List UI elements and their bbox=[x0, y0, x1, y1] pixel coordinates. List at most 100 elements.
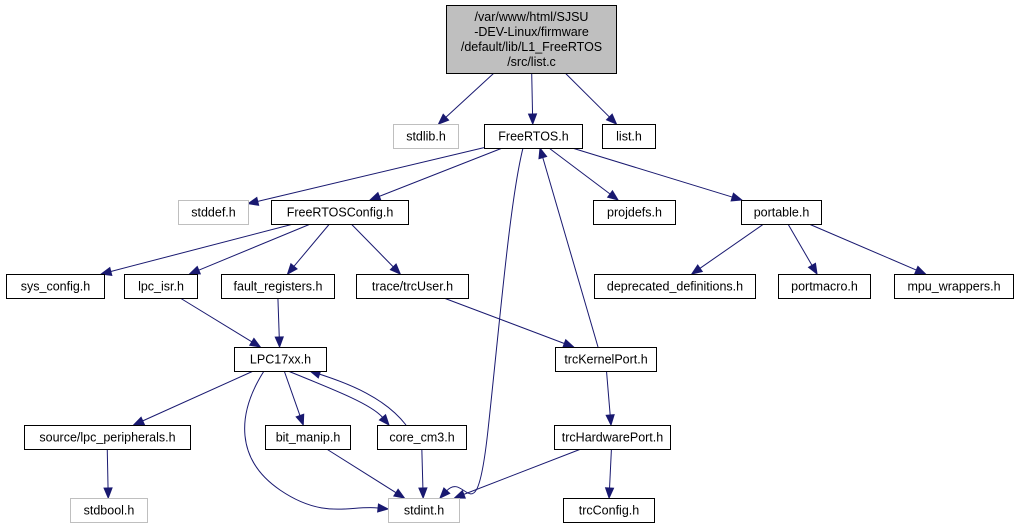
node-lpc17xx-label: LPC17xx.h bbox=[250, 353, 311, 367]
edge-faultreg-to-lpc17xx-line bbox=[277, 297, 280, 338]
node-trcconfig[interactable]: trcConfig.h bbox=[563, 498, 655, 523]
edge-corecm3-to-stdint-line bbox=[421, 448, 424, 489]
edge-lpc17xx-to-bitmanip-line bbox=[283, 370, 301, 416]
edge-freertosconfig-to-trcuser bbox=[350, 223, 402, 275]
node-trchardwareport-label: trcHardwarePort.h bbox=[562, 431, 663, 445]
node-list[interactable]: list.h bbox=[602, 124, 656, 149]
node-bitmanip[interactable]: bit_manip.h bbox=[265, 425, 351, 450]
edge-root-to-stdlib-line bbox=[445, 72, 495, 118]
node-trckernelport[interactable]: trcKernelPort.h bbox=[555, 347, 657, 372]
node-stdint-label: stdint.h bbox=[404, 504, 444, 518]
edge-trcuser-to-trckernelport bbox=[443, 297, 575, 348]
edge-trchardwareport-to-trcconfig-line bbox=[609, 448, 612, 489]
node-projdefs-box bbox=[593, 200, 676, 225]
node-trcuser-label: trace/trcUser.h bbox=[372, 280, 453, 294]
node-portable[interactable]: portable.h bbox=[741, 200, 822, 225]
edge-trckernelport-to-freertos-arrowhead bbox=[538, 146, 548, 160]
node-trcuser-box bbox=[356, 274, 469, 299]
node-trcuser[interactable]: trace/trcUser.h bbox=[356, 274, 469, 299]
node-freertos-label: FreeRTOS.h bbox=[498, 130, 568, 144]
edge-lpc17xx-to-lpcperipherals-line bbox=[142, 370, 254, 422]
edge-bitmanip-to-stdint-arrowhead bbox=[393, 488, 406, 499]
node-stdbool[interactable]: stdbool.h bbox=[70, 498, 148, 523]
nodes-layer: /var/www/html/SJSU-DEV-Linux/firmware/de… bbox=[6, 5, 1014, 523]
node-freertosconfig[interactable]: FreeRTOSConfig.h bbox=[271, 200, 409, 225]
edge-freertosconfig-to-trcuser-line bbox=[350, 223, 394, 268]
node-portmacro-label: portmacro.h bbox=[791, 280, 858, 294]
edge-bitmanip-to-stdint-line bbox=[326, 448, 397, 494]
node-freertos[interactable]: FreeRTOS.h bbox=[484, 124, 583, 149]
edge-lpc17xx-to-stdint bbox=[244, 370, 390, 513]
node-lpc17xx[interactable]: LPC17xx.h bbox=[234, 347, 327, 372]
edge-corecm3-to-lpc17xx bbox=[308, 369, 407, 426]
edge-freertosconfig-to-lpcisr-arrowhead bbox=[188, 265, 202, 275]
node-lpc17xx-box bbox=[234, 347, 327, 372]
edge-lpcisr-to-lpc17xx-arrowhead bbox=[248, 337, 262, 348]
node-faultreg[interactable]: fault_registers.h bbox=[221, 274, 335, 299]
node-lpcperipherals[interactable]: source/lpc_peripherals.h bbox=[24, 425, 191, 450]
edge-freertos-to-stddef-arrowhead bbox=[246, 196, 260, 206]
node-faultreg-label: fault_registers.h bbox=[234, 280, 323, 294]
node-deprecated[interactable]: deprecated_definitions.h bbox=[594, 274, 756, 299]
edge-trchardwareport-to-trcconfig-arrowhead bbox=[604, 487, 615, 500]
node-portmacro-box bbox=[778, 274, 871, 299]
edge-lpc17xx-to-bitmanip bbox=[283, 370, 305, 427]
node-trckernelport-label: trcKernelPort.h bbox=[564, 353, 647, 367]
node-lpcperipherals-label: source/lpc_peripherals.h bbox=[39, 431, 175, 445]
edge-freertos-to-stdint bbox=[439, 147, 524, 499]
node-sysconfig-label: sys_config.h bbox=[21, 280, 91, 294]
edge-corecm3-to-lpc17xx-line bbox=[319, 373, 407, 426]
edge-trchardwareport-to-trcconfig bbox=[604, 448, 615, 500]
node-faultreg-box bbox=[221, 274, 335, 299]
edge-lpc17xx-to-stdint-line bbox=[244, 370, 379, 510]
node-root[interactable]: /var/www/html/SJSU-DEV-Linux/firmware/de… bbox=[446, 5, 617, 74]
edge-freertos-to-portable-arrowhead bbox=[730, 192, 744, 202]
node-root-label: /default/lib/L1_FreeRTOS bbox=[461, 40, 602, 54]
node-stddef[interactable]: stddef.h bbox=[178, 200, 249, 225]
edge-lpc17xx-to-bitmanip-arrowhead bbox=[295, 413, 305, 427]
edge-freertos-to-stddef-line bbox=[257, 147, 485, 202]
node-sysconfig-box bbox=[6, 274, 105, 299]
node-corecm3[interactable]: core_cm3.h bbox=[377, 425, 467, 450]
edge-freertosconfig-to-lpcisr bbox=[188, 223, 311, 275]
node-stdlib[interactable]: stdlib.h bbox=[393, 124, 459, 149]
edge-freertosconfig-to-faultreg-arrowhead bbox=[286, 262, 298, 276]
node-stdlib-box bbox=[393, 124, 459, 149]
edge-bitmanip-to-stdint bbox=[326, 448, 406, 499]
node-trchardwareport[interactable]: trcHardwarePort.h bbox=[554, 425, 671, 450]
node-projdefs-label: projdefs.h bbox=[607, 206, 662, 220]
edge-lpc17xx-to-lpcperipherals bbox=[132, 370, 254, 426]
node-root-label: -DEV-Linux/firmware bbox=[474, 25, 589, 39]
edge-root-to-freertos bbox=[527, 72, 538, 126]
edge-root-to-list-line bbox=[564, 72, 610, 118]
edge-freertos-to-portable bbox=[572, 147, 744, 202]
edge-faultreg-to-lpc17xx-arrowhead bbox=[274, 336, 284, 349]
edge-portable-to-mpuwrappers-line bbox=[808, 223, 917, 271]
node-sysconfig[interactable]: sys_config.h bbox=[6, 274, 105, 299]
edge-trchardwareport-to-stdint-line bbox=[463, 448, 582, 495]
node-stdint[interactable]: stdint.h bbox=[388, 498, 460, 523]
node-deprecated-box bbox=[594, 274, 756, 299]
node-root-box bbox=[446, 5, 617, 74]
node-freertosconfig-label: FreeRTOSConfig.h bbox=[287, 206, 394, 220]
node-portable-label: portable.h bbox=[754, 206, 810, 220]
edge-lpcisr-to-lpc17xx-line bbox=[179, 297, 253, 343]
edge-freertos-to-stddef bbox=[246, 147, 485, 206]
edge-trckernelport-to-freertos bbox=[538, 146, 599, 348]
edge-root-to-stdlib bbox=[437, 72, 495, 125]
node-portmacro[interactable]: portmacro.h bbox=[778, 274, 871, 299]
node-portable-box bbox=[741, 200, 822, 225]
node-lpcisr[interactable]: lpc_isr.h bbox=[124, 274, 198, 299]
edge-lpcperipherals-to-stdbool-line bbox=[106, 448, 109, 489]
node-projdefs[interactable]: projdefs.h bbox=[593, 200, 676, 225]
edge-trcuser-to-trckernelport-arrowhead bbox=[562, 338, 575, 348]
node-trcconfig-box bbox=[563, 498, 655, 523]
edge-freertos-to-projdefs-line bbox=[548, 147, 611, 195]
edge-freertos-to-projdefs bbox=[548, 147, 620, 201]
node-mpuwrappers-label: mpu_wrappers.h bbox=[907, 280, 1000, 294]
edges-layer bbox=[99, 72, 927, 513]
edge-corecm3-to-stdint-arrowhead bbox=[418, 487, 428, 500]
edge-lpc17xx-to-corecm3-line bbox=[287, 370, 383, 418]
edge-freertos-to-stdint-line bbox=[446, 147, 524, 495]
node-mpuwrappers[interactable]: mpu_wrappers.h bbox=[894, 274, 1014, 299]
